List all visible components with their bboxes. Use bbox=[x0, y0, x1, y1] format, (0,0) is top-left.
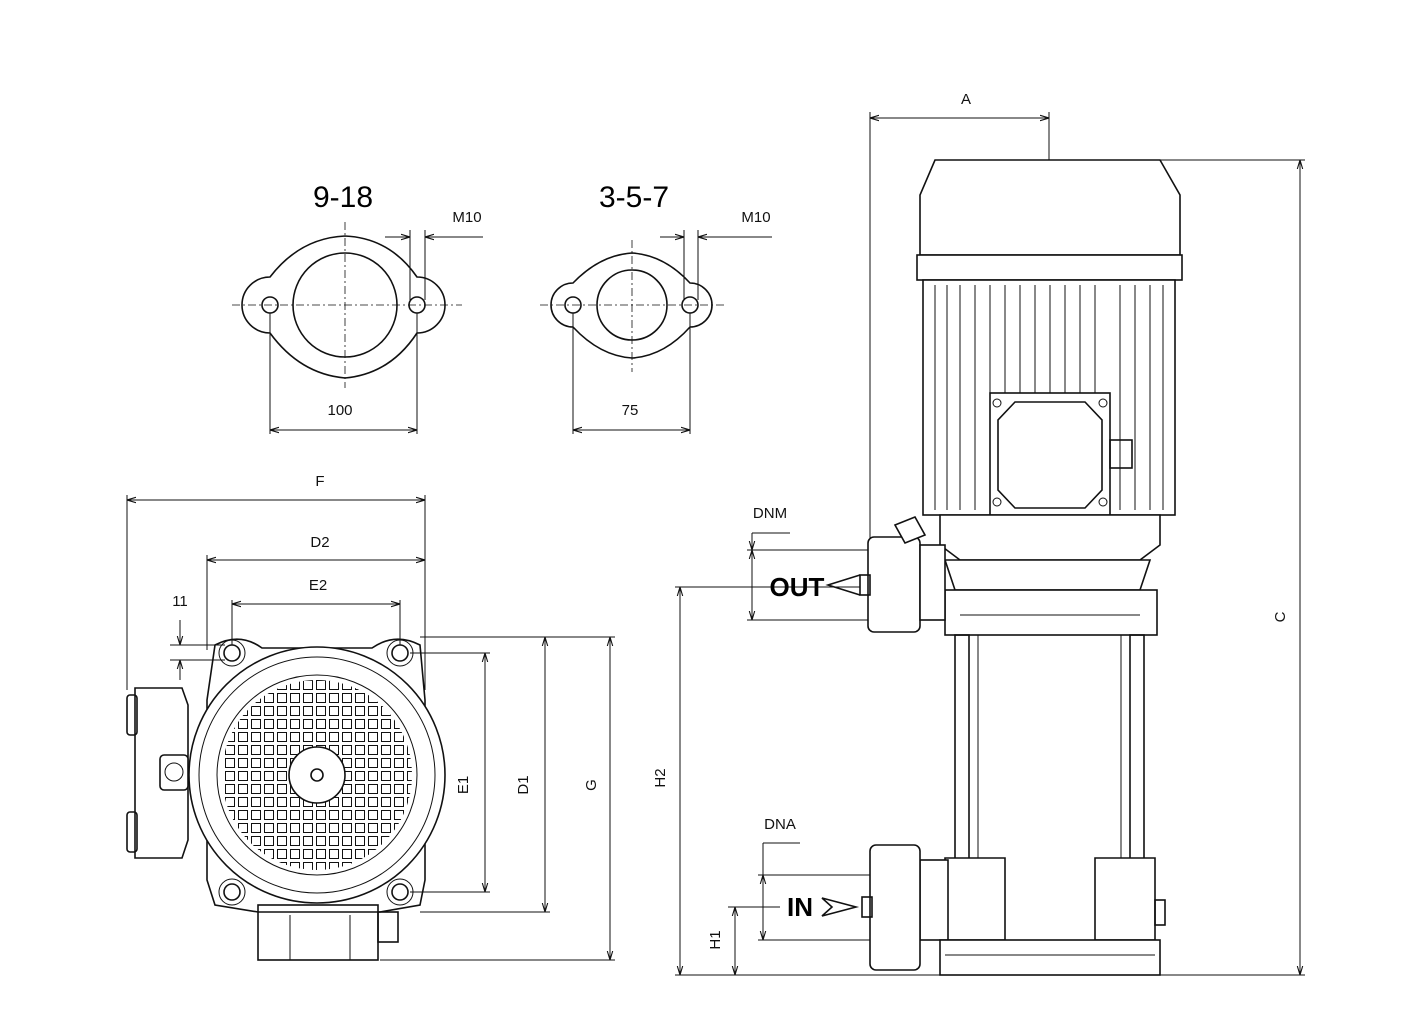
dim-DNA: DNA bbox=[764, 816, 796, 833]
dim-F: F bbox=[315, 473, 324, 490]
dim-E2: E2 bbox=[309, 577, 327, 594]
dim-C: C bbox=[1272, 611, 1289, 622]
terminal-box bbox=[989, 392, 1111, 516]
side-view: A C H2 H1 DNM DNA OUT IN bbox=[652, 91, 1305, 976]
hole-spacing-label: 100 bbox=[327, 402, 352, 419]
cooling-fins bbox=[934, 285, 1164, 510]
outlet-flange bbox=[867, 536, 921, 633]
flange-title: 3-5-7 bbox=[599, 181, 669, 214]
flange-3-5-7: 3-5-7 75 M10 bbox=[540, 181, 772, 434]
outlet-arrow-icon bbox=[825, 574, 861, 596]
flange-9-18: 9-18 100 M10 bbox=[232, 181, 483, 434]
hole-spacing-label: 75 bbox=[622, 402, 639, 419]
inlet-arrow-icon bbox=[821, 897, 860, 917]
thread-label: M10 bbox=[452, 209, 481, 226]
dim-G: G bbox=[583, 779, 600, 791]
dim-DNM: DNM bbox=[753, 505, 787, 522]
dim-11: 11 bbox=[172, 593, 188, 610]
thread-label: M10 bbox=[741, 209, 770, 226]
top-view: F D2 E2 11 E1 D1 G bbox=[126, 473, 615, 961]
dim-H1: H1 bbox=[707, 930, 724, 949]
dim-A: A bbox=[961, 91, 971, 108]
inlet-label: IN bbox=[787, 892, 813, 922]
dim-D1: D1 bbox=[515, 775, 532, 794]
dim-D2: D2 bbox=[310, 534, 329, 551]
dim-H2: H2 bbox=[652, 768, 669, 787]
dim-E1: E1 bbox=[455, 776, 472, 794]
inlet-flange bbox=[869, 844, 921, 971]
flange-title: 9-18 bbox=[313, 181, 373, 214]
outlet-label: OUT bbox=[770, 572, 825, 602]
